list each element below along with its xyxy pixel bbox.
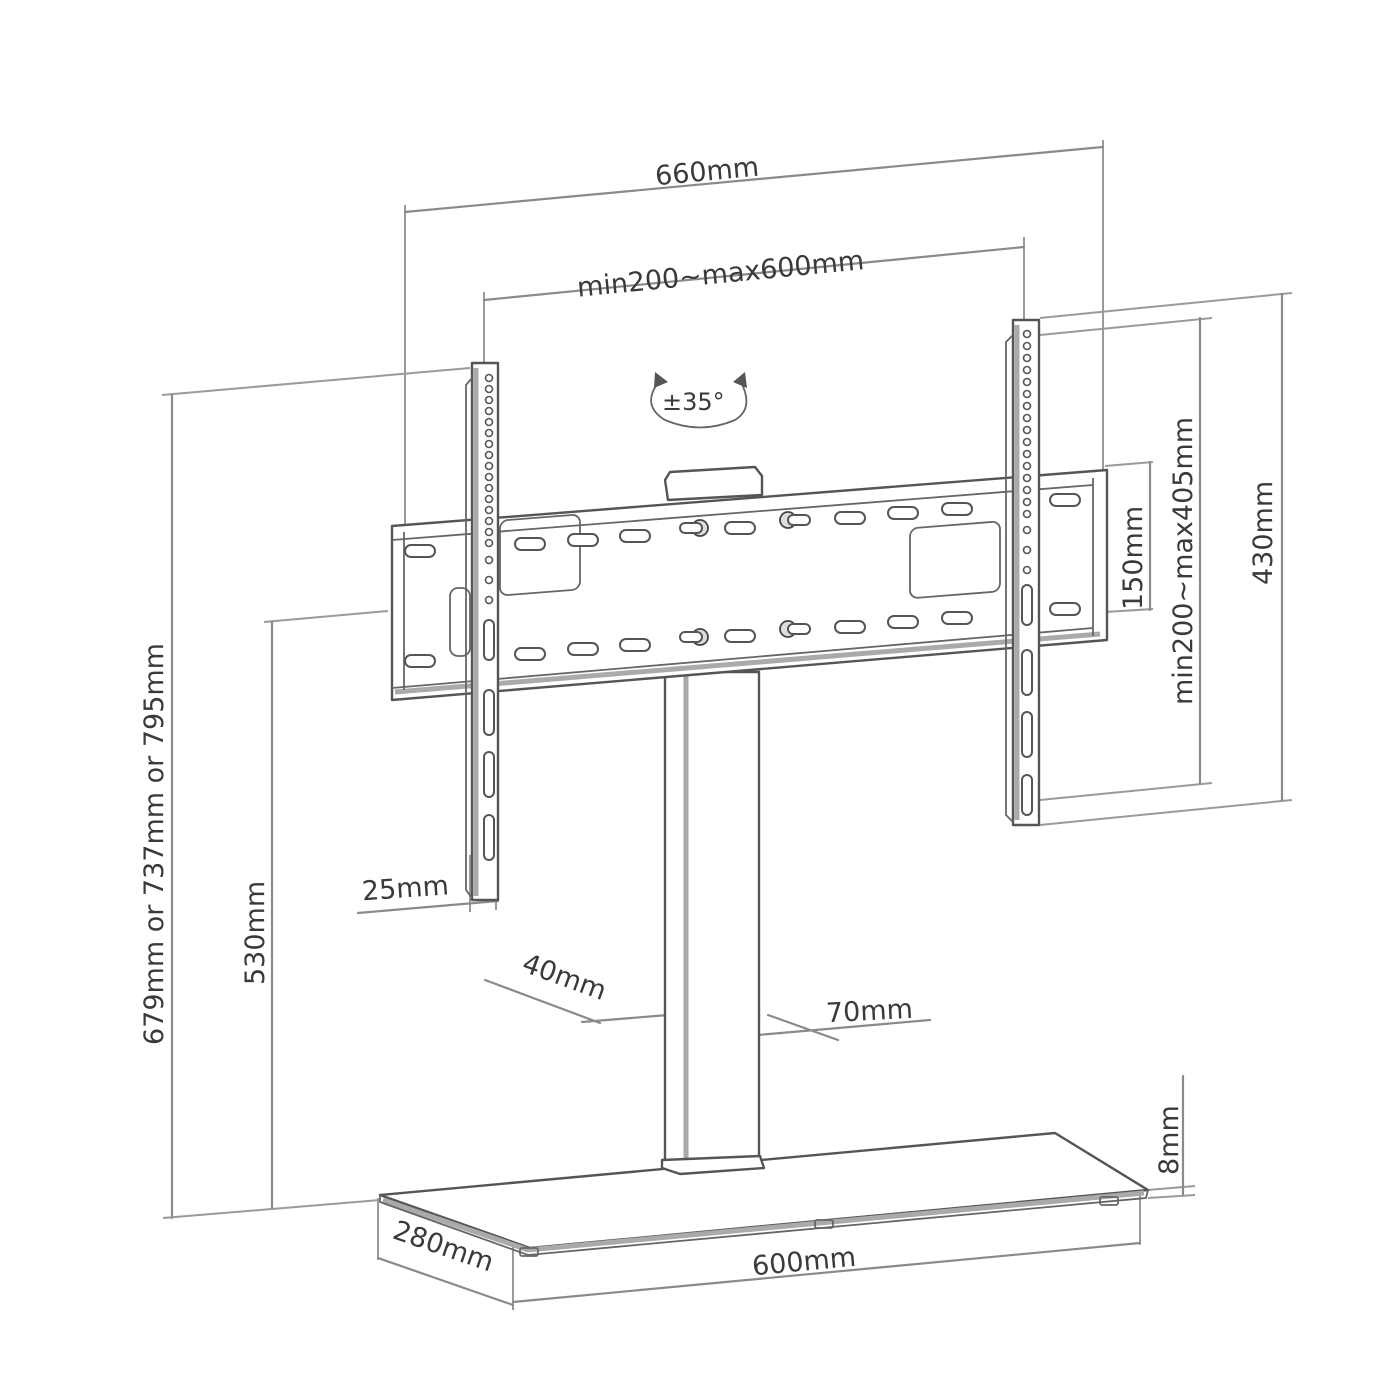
label-430mm: 430mm — [1248, 481, 1279, 585]
dimension-vesa-horizontal: min200~max600mm — [482, 237, 1026, 365]
dimension-8mm: 8mm — [1147, 1074, 1196, 1199]
dimension-vesa-vertical: min200~max405mm — [1039, 316, 1213, 801]
label-8mm: 8mm — [1154, 1105, 1185, 1175]
left-vertical-arm — [465, 361, 500, 902]
dimension-430mm: 430mm — [1039, 292, 1293, 826]
right-vertical-arm — [1005, 318, 1041, 827]
label-vesa-vertical: min200~max405mm — [1168, 417, 1199, 705]
label-660mm: 660mm — [654, 152, 761, 192]
label-vesa-horizontal: min200~max600mm — [576, 245, 866, 303]
dimension-25mm: 25mm — [356, 852, 500, 915]
right-arm-holes — [1021, 329, 1033, 816]
dimension-40mm: 40mm — [483, 948, 670, 1025]
label-25mm: 25mm — [361, 870, 450, 907]
label-70mm: 70mm — [825, 994, 913, 1030]
label-total-height: 679mm or 737mm or 795mm — [139, 643, 170, 1045]
glass-base — [378, 1131, 1150, 1257]
label-tilt: ±35° — [662, 388, 725, 416]
tilt-indicator: ±35° — [650, 372, 748, 429]
support-column — [660, 670, 766, 1176]
screws — [679, 511, 811, 646]
label-600mm: 600mm — [751, 1242, 858, 1282]
label-150mm: 150mm — [1118, 506, 1149, 610]
horizontal-crossbar — [390, 465, 1109, 702]
slot-row-bottom — [404, 602, 1081, 668]
label-530mm: 530mm — [240, 881, 271, 985]
dimension-total-height: 679mm or 737mm or 795mm — [139, 367, 471, 1220]
left-arm-holes — [483, 373, 495, 861]
dimension-530mm: 530mm — [240, 610, 389, 1210]
slot-row-top — [404, 493, 1081, 558]
dimension-150mm: 150mm — [1104, 460, 1154, 613]
